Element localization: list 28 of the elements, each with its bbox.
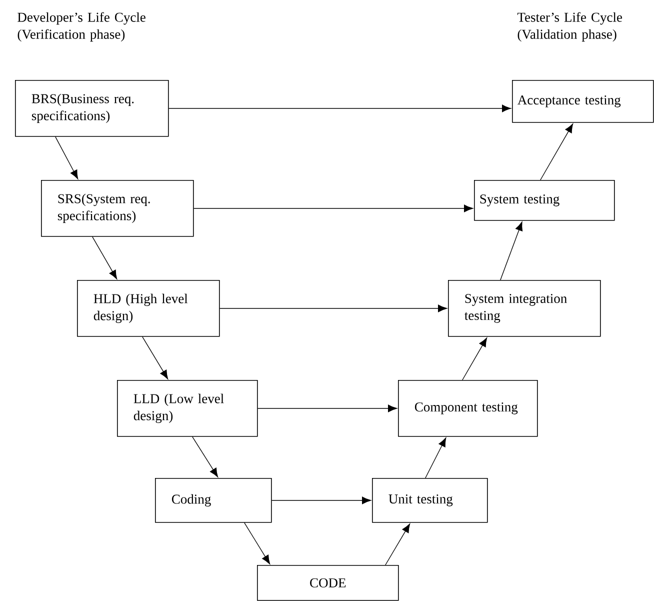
arrow bbox=[168, 104, 511, 112]
process-box: System testing bbox=[474, 180, 615, 221]
arrow bbox=[257, 404, 397, 412]
arrow bbox=[193, 204, 473, 212]
process-box: System integration testing bbox=[448, 280, 601, 337]
heading: Developer’s Life Cycle (Verification phase) bbox=[18, 12, 146, 42]
process-box: BRS(Business req. specifications) bbox=[15, 80, 169, 137]
heading: Tester’s Life Cycle (Validation phase) bbox=[517, 12, 622, 42]
process-box: SRS(System req. specifications) bbox=[41, 180, 194, 237]
arrow bbox=[462, 338, 488, 380]
process-box: LLD (Low level design) bbox=[117, 380, 258, 437]
arrow bbox=[540, 124, 574, 180]
process-box: CODE bbox=[257, 565, 399, 601]
arrow bbox=[192, 436, 218, 478]
process-box: Unit testing bbox=[372, 478, 488, 523]
process-box: Component testing bbox=[398, 380, 538, 437]
arrow bbox=[385, 524, 410, 566]
arrow bbox=[219, 304, 447, 312]
arrow bbox=[55, 136, 78, 180]
process-box: Coding bbox=[155, 478, 272, 523]
arrow bbox=[500, 222, 523, 280]
process-box: Acceptance testing bbox=[512, 80, 654, 123]
arrow bbox=[425, 438, 446, 478]
arrow bbox=[92, 236, 118, 280]
arrow bbox=[271, 496, 371, 504]
process-box: HLD (High level design) bbox=[77, 280, 220, 337]
arrow bbox=[244, 522, 270, 564]
arrow bbox=[142, 336, 168, 380]
